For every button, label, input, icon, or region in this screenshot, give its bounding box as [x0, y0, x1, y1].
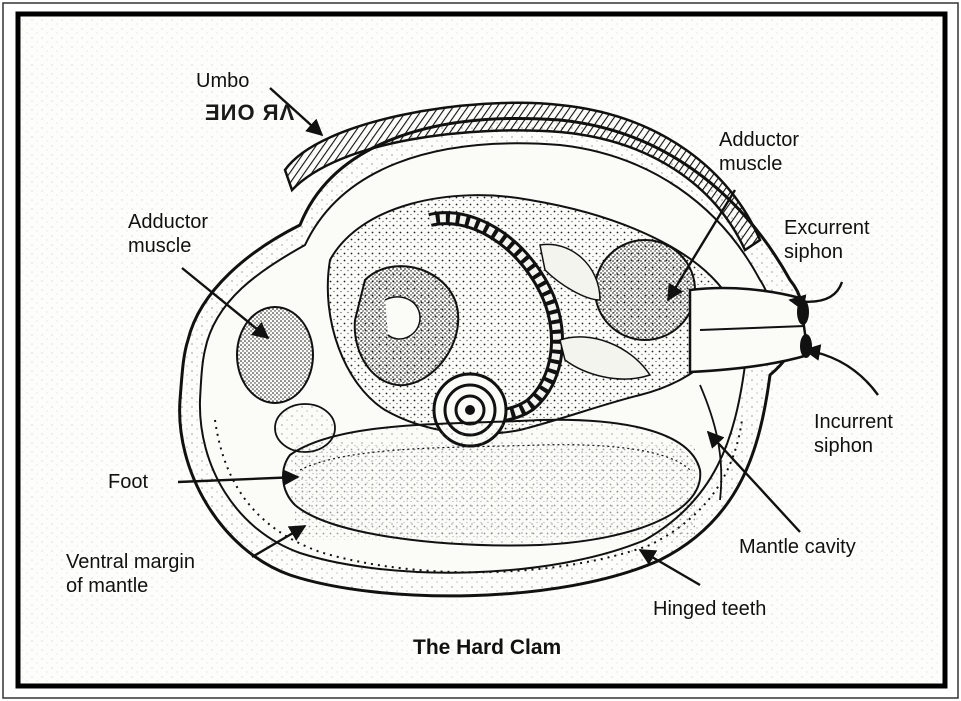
label-foot: Foot: [108, 470, 148, 494]
label-incurrent-siphon: Incurrent siphon: [814, 410, 893, 458]
adductor-muscle-right: [595, 240, 695, 340]
label-ventral-margin-of-mantle: Ventral margin of mantle: [66, 550, 195, 598]
label-hinged-teeth: Hinged teeth: [653, 597, 766, 621]
label-adductor-muscle-right: Adductor muscle: [719, 128, 799, 176]
ink-stamp: ƎИO ЯΛ: [205, 100, 295, 126]
label-excurrent-siphon: Excurrent siphon: [784, 216, 870, 264]
label-umbo: Umbo: [196, 69, 249, 93]
label-mantle-cavity: Mantle cavity: [739, 535, 856, 559]
label-adductor-muscle-left: Adductor muscle: [128, 210, 208, 258]
diagram-title: The Hard Clam: [413, 636, 561, 660]
